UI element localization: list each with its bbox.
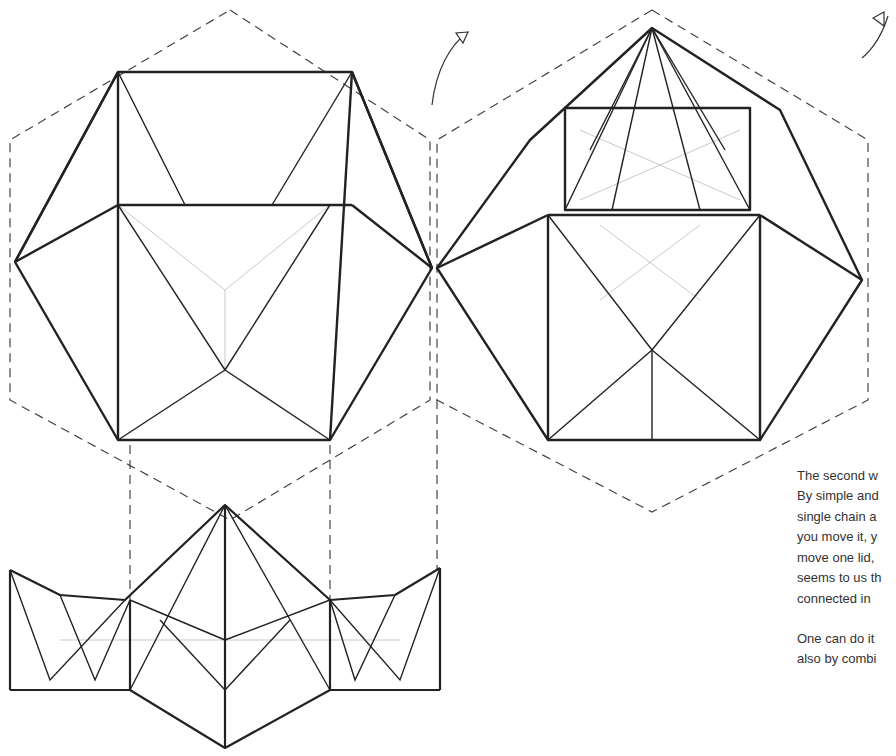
left-fold-creases xyxy=(118,72,352,440)
right-fold-creases xyxy=(548,28,760,440)
body-text-line: single chain a xyxy=(797,509,877,525)
body-text-line: One can do it xyxy=(797,631,874,647)
body-text-line: By simple and xyxy=(797,488,879,504)
body-text-line: The second w xyxy=(797,468,878,484)
bottom-fold-strip xyxy=(10,505,440,748)
right-fold-figure xyxy=(437,28,862,440)
left-fold-figure xyxy=(15,72,432,440)
fold-arrows xyxy=(432,12,888,105)
body-text-line: move one lid, xyxy=(797,550,874,566)
body-text-line: seems to us th xyxy=(797,570,882,586)
body-text-line: you move it, y xyxy=(797,529,877,545)
bottom-fold-creases xyxy=(10,505,440,690)
body-text-line: connected in xyxy=(797,591,871,607)
dashed-hexagons xyxy=(10,10,868,600)
body-text-line: also by combi xyxy=(797,651,876,667)
